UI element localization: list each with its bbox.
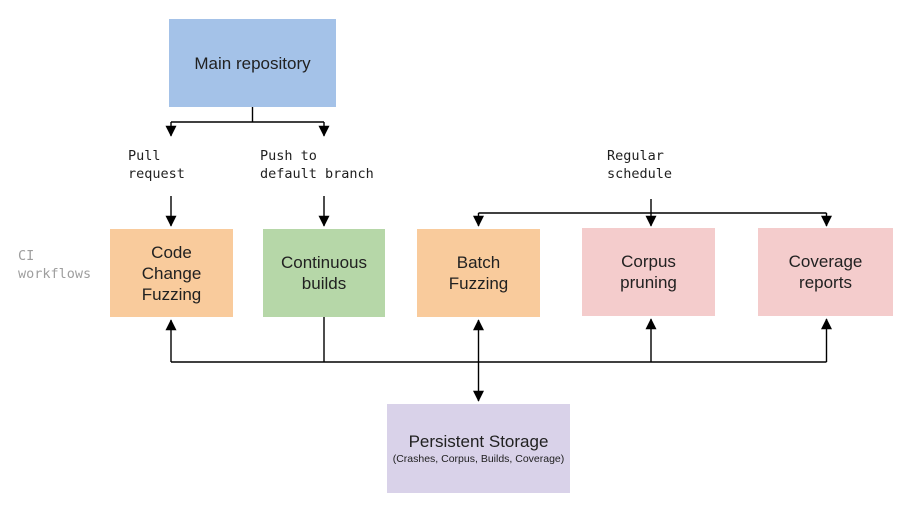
edge-label-regular-schedule: Regular schedule [607, 148, 673, 182]
node-label: Coverage reports [788, 252, 863, 292]
node-sublabel: (Crashes, Corpus, Builds, Coverage) [392, 453, 565, 465]
edge-schedule-split [478, 199, 827, 214]
node-label: Continuous builds [280, 253, 367, 293]
node-batch-fuzzing: Batch Fuzzing [417, 229, 540, 317]
node-persistent-storage: Persistent Storage (Crashes, Corpus, Bui… [387, 404, 570, 493]
node-label: Code Change Fuzzing [141, 242, 202, 304]
node-coverage-reports: Coverage reports [758, 228, 893, 316]
side-label-ci-workflows: CI workflows [18, 248, 92, 282]
edge-label-pull-request: Pull request [128, 148, 185, 182]
node-label: Corpus pruning [620, 252, 677, 292]
node-code-change-fuzzing: Code Change Fuzzing [110, 229, 233, 317]
node-label: Main repository [194, 53, 311, 73]
node-main-repository: Main repository [169, 19, 336, 107]
edge-label-push-to-default-branch: Push to default branch [260, 148, 374, 182]
node-corpus-pruning: Corpus pruning [582, 228, 715, 316]
node-label: Persistent Storage [408, 432, 549, 451]
node-label: Batch Fuzzing [448, 253, 509, 293]
node-continuous-builds: Continuous builds [263, 229, 385, 317]
edge-main-split [171, 107, 324, 123]
